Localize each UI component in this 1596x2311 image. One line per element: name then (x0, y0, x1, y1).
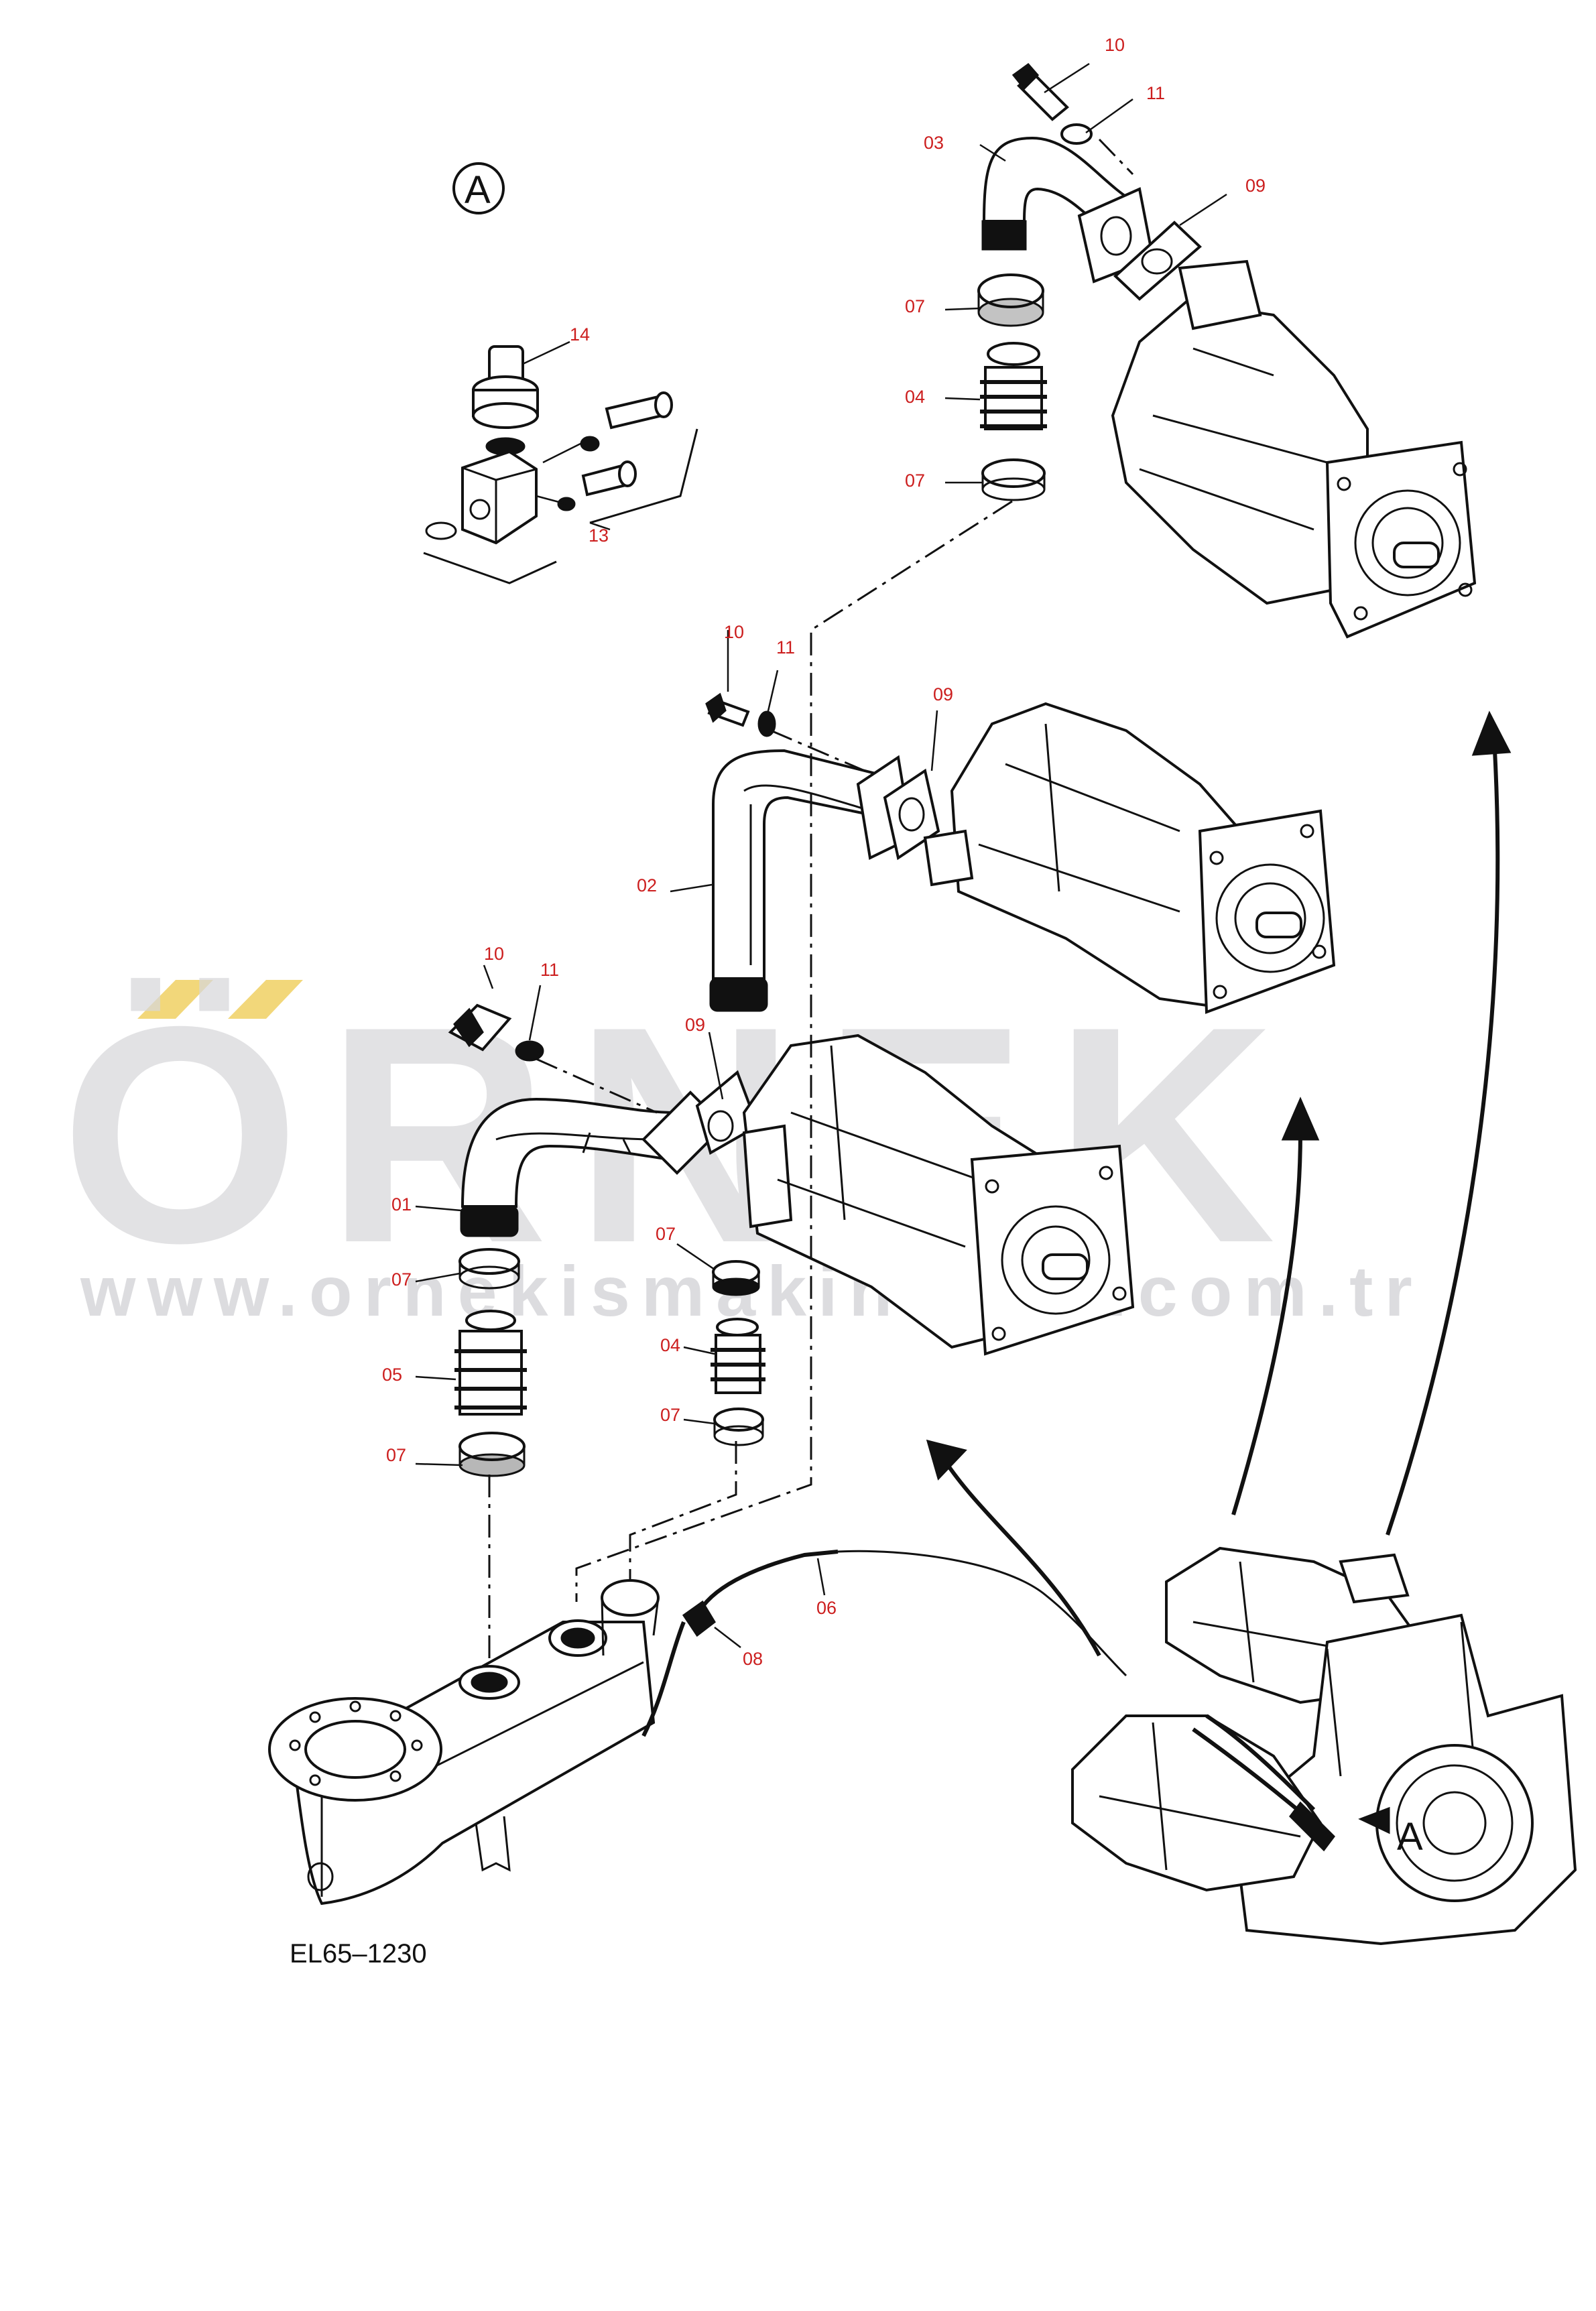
label-10-top: 10 (1105, 35, 1125, 55)
label-11-low: 11 (540, 960, 559, 980)
label-10-low: 10 (484, 944, 504, 964)
base-manifold: 06 08 EL65–1230 (268, 1550, 1127, 1969)
port-right (601, 1579, 660, 1617)
label-03: 03 (924, 133, 944, 153)
label-07-top-upper: 07 (905, 296, 925, 316)
manifold-body (293, 1621, 656, 1906)
gasket-09-top (1113, 221, 1202, 301)
hose-05 (458, 1330, 523, 1416)
fitting-08 (682, 1600, 716, 1637)
flow-arrow-icon-2 (1231, 1132, 1302, 1515)
gasket-09-mid (883, 768, 940, 861)
label-09-low: 09 (685, 1015, 705, 1035)
label-07-right-upper: 07 (656, 1224, 676, 1244)
label-04-top: 04 (905, 387, 925, 407)
callout-letter-a: A (1397, 1815, 1423, 1859)
label-08: 08 (743, 1649, 763, 1669)
label-01: 01 (391, 1194, 412, 1214)
flow-arrow-icon-3 (1386, 750, 1500, 1536)
washer-11-mid (757, 710, 776, 737)
washer-11-low (515, 1040, 544, 1062)
label-09-mid: 09 (933, 684, 953, 704)
label-11-top: 11 (1146, 83, 1165, 103)
label-02: 02 (637, 875, 657, 895)
label-11-mid: 11 (776, 637, 795, 658)
label-07-right-lower: 07 (660, 1405, 680, 1425)
detail-marker-letter: A (465, 168, 491, 212)
label-04-low: 04 (660, 1335, 680, 1355)
flow-arrow-icon (943, 1460, 1101, 1657)
overview-pump-lower (1071, 1714, 1323, 1892)
label-05: 05 (382, 1365, 402, 1385)
circle-a-marker-icon (452, 162, 505, 214)
top-assembly: 10 11 03 09 07 04 07 (905, 35, 1477, 639)
detail-a: A 14 13 (423, 162, 698, 584)
label-14: 14 (570, 324, 590, 345)
flow-arrows (926, 710, 1512, 1657)
pump-low-flange (970, 1144, 1135, 1356)
drawing-code: EL65–1230 (290, 1939, 427, 1969)
label-07-left-upper: 07 (391, 1269, 412, 1290)
label-07-left-lower: 07 (386, 1445, 406, 1465)
fitting-block (461, 450, 538, 545)
label-09-top: 09 (1245, 176, 1266, 196)
overview-assembly: A (1071, 1546, 1577, 1946)
callout-arrow-a (1358, 1806, 1390, 1834)
lower-assembly: 10 11 01 09 07 (382, 944, 1135, 1477)
watermark-accent-right (228, 980, 303, 1019)
label-07-top-lower: 07 (905, 471, 925, 491)
label-13: 13 (589, 525, 609, 546)
pipe-02 (712, 749, 894, 980)
watermark-accent-left (137, 980, 213, 1019)
middle-assembly: 10 11 02 09 (637, 622, 1336, 1014)
label-10-mid: 10 (724, 622, 744, 642)
center-lines (488, 138, 1134, 1676)
label-06: 06 (816, 1598, 837, 1618)
pump-top-flange (1325, 440, 1477, 639)
